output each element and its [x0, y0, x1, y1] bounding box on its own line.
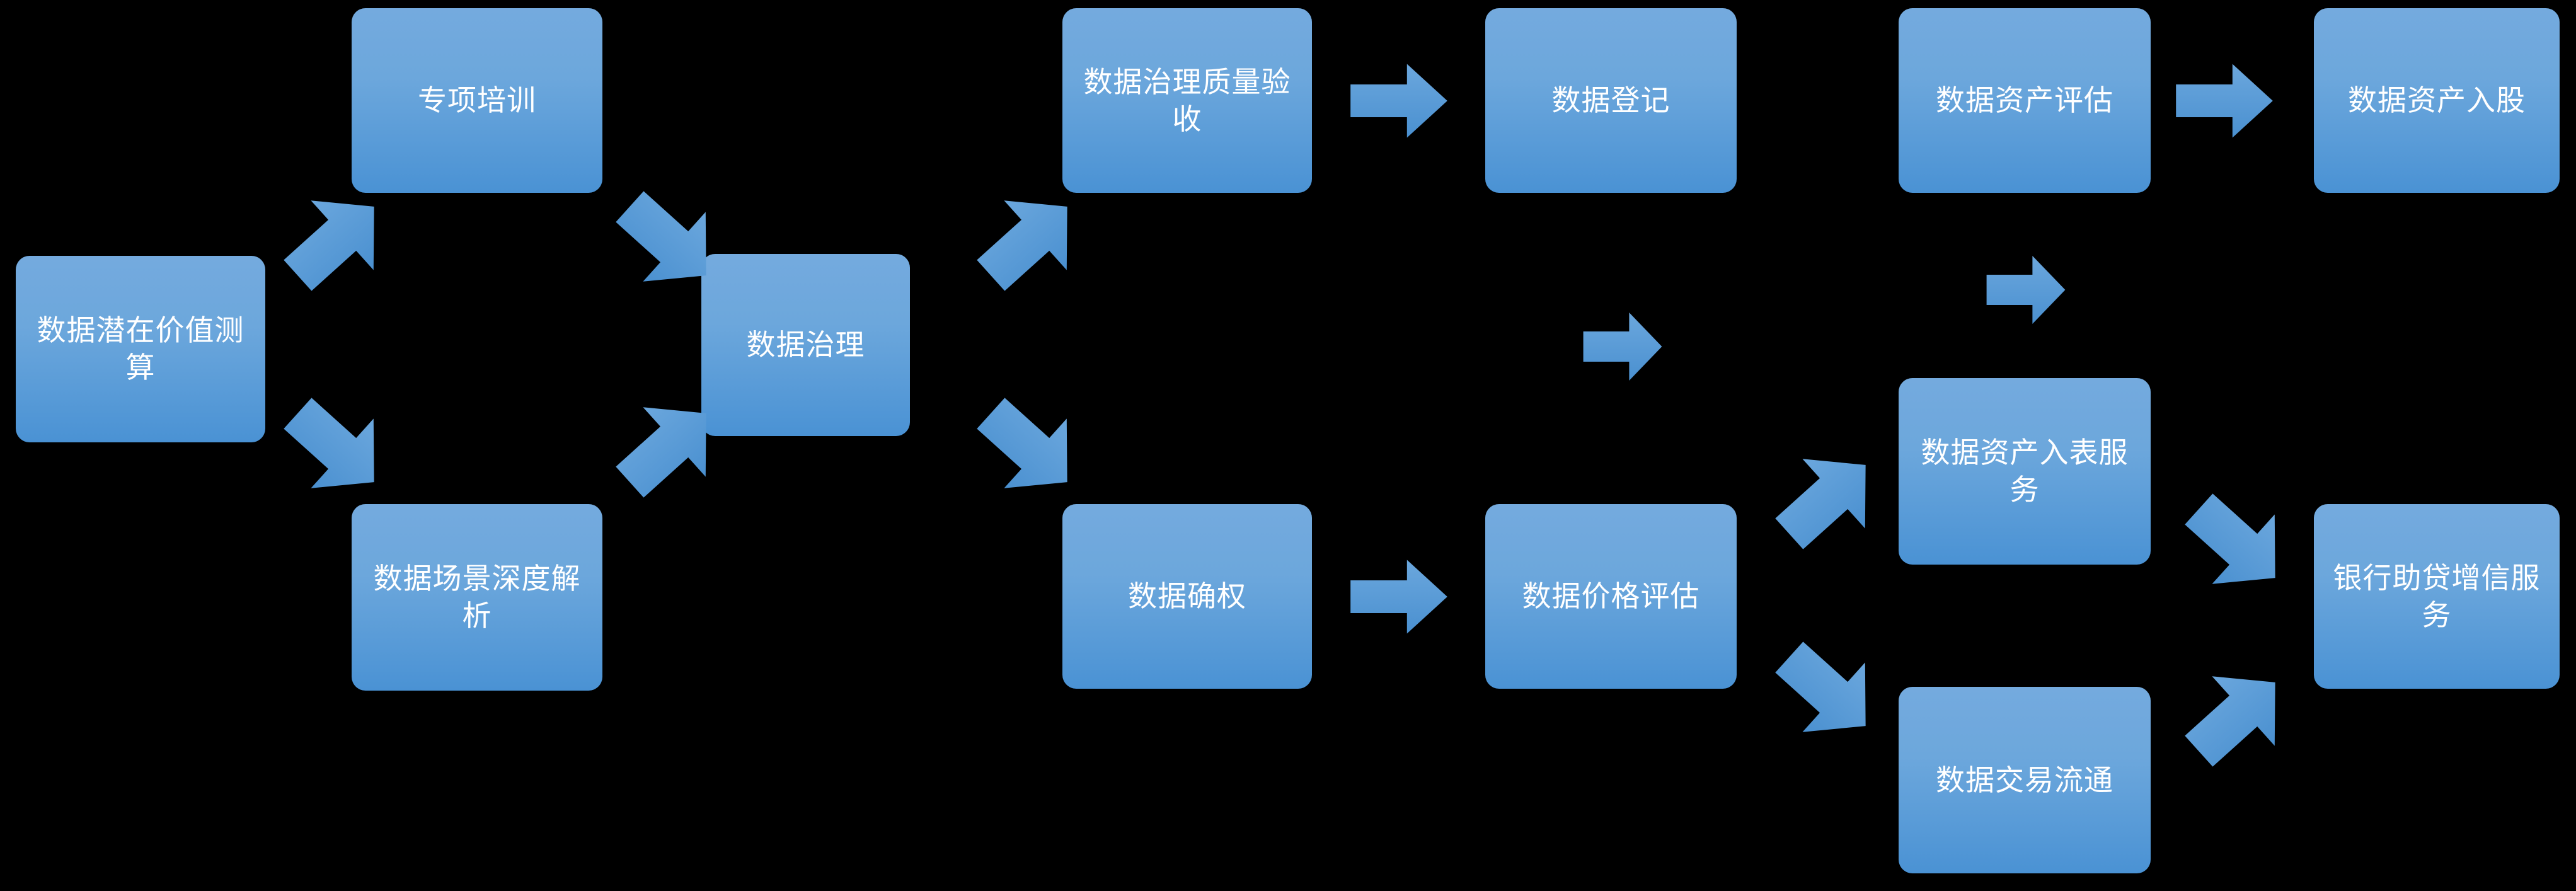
node-data-rights[interactable]: 数据确权 [1062, 504, 1312, 689]
node-asset-listing-service[interactable]: 数据资产入表服务 [1899, 378, 2151, 565]
node-asset-evaluation[interactable]: 数据资产评估 [1899, 8, 2151, 193]
node-label: 数据场景深度解析 [373, 562, 581, 632]
node-price-evaluation[interactable]: 数据价格评估 [1485, 504, 1737, 689]
node-bank-credit-service[interactable]: 银行助贷增信服务 [2314, 504, 2560, 689]
node-label: 数据资产入表服务 [1921, 436, 2129, 506]
node-label: 数据治理质量验收 [1083, 65, 1291, 135]
arrow-down-right-icon [282, 396, 389, 500]
node-label: 数据确权 [1128, 580, 1246, 613]
arrow-up-right-icon [282, 189, 389, 293]
node-data-governance[interactable]: 数据治理 [701, 254, 910, 436]
node-data-potential-value[interactable]: 数据潜在价值测算 [16, 256, 265, 442]
arrow-up-right-icon [975, 189, 1083, 293]
node-special-training[interactable]: 专项培训 [352, 8, 602, 193]
node-label: 数据资产入股 [2348, 84, 2526, 117]
node-label: 数据交易流通 [1936, 763, 2113, 796]
node-label: 数据治理 [746, 328, 865, 362]
node-label: 专项培训 [418, 84, 536, 117]
node-label: 数据登记 [1551, 84, 1670, 117]
arrow-down-icon [1582, 309, 1664, 384]
node-label: 数据价格评估 [1522, 580, 1700, 613]
node-label: 数据潜在价值测算 [37, 314, 244, 384]
arrow-down-right-icon [975, 396, 1083, 500]
node-label: 银行助贷增信服务 [2333, 561, 2541, 631]
arrow-right-icon [1348, 60, 1449, 142]
node-asset-equity[interactable]: 数据资产入股 [2314, 8, 2560, 193]
arrow-right-icon [2174, 60, 2275, 142]
node-governance-quality[interactable]: 数据治理质量验收 [1062, 8, 1312, 193]
arrow-down-right-icon [1774, 640, 1881, 744]
node-scenario-analysis[interactable]: 数据场景深度解析 [352, 504, 602, 691]
arrow-right-icon [1348, 556, 1449, 638]
arrow-up-right-icon [1774, 447, 1881, 551]
arrow-up-right-icon [2183, 665, 2291, 769]
arrow-up-icon [1985, 252, 2067, 328]
arrow-down-right-icon [2183, 491, 2291, 595]
node-data-registration[interactable]: 数据登记 [1485, 8, 1737, 193]
node-label: 数据资产评估 [1936, 84, 2113, 117]
node-data-trading[interactable]: 数据交易流通 [1899, 687, 2151, 873]
